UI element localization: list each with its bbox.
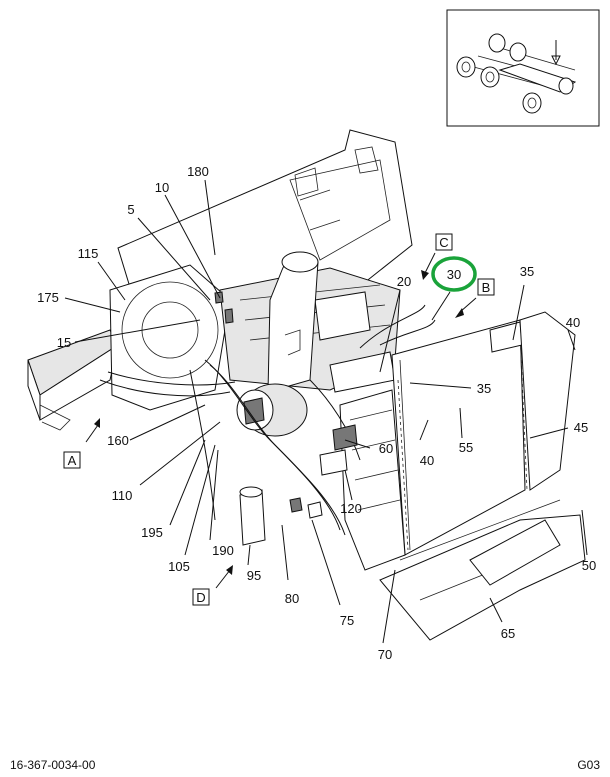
callout-65: 65 [501,626,515,641]
callout-70: 70 [378,647,392,662]
callout-95: 95 [247,568,261,583]
drawing-number: 16-367-0034-00 [10,758,96,772]
callout-115: 115 [78,246,99,261]
view-arrows [85,252,477,589]
callout-60: 60 [379,441,393,456]
view-box-c-label: C [439,235,448,250]
callout-5: 5 [127,202,134,217]
chassis-locator-icon [456,33,577,114]
view-box-c: C [435,233,453,251]
callout-180: 180 [187,164,209,179]
callout-45: 45 [574,420,588,435]
view-box-b-label: B [482,280,491,295]
callout-40-upper: 40 [566,315,580,330]
view-box-d: D [192,588,210,606]
view-box-a-label: A [68,453,77,468]
callout-15: 15 [57,335,71,350]
highlight-ring [431,256,477,292]
callout-20: 20 [397,274,411,289]
leader-lines [64,179,588,644]
callout-10: 10 [155,180,169,195]
callout-175: 175 [37,290,59,305]
callout-75: 75 [340,613,354,628]
callout-120: 120 [340,501,362,516]
callout-50: 50 [582,558,596,573]
sheet-code: G03 [577,758,600,772]
callout-35-lower: 35 [477,381,491,396]
view-box-b: B [477,278,495,296]
callouts: 180 10 5 115 175 15 160 110 195 105 190 … [37,164,596,662]
view-box-a: A [63,451,81,469]
callout-35-upper: 35 [520,264,534,279]
locator-inset [446,9,600,127]
engine-cooling-assembly-illustration [27,129,586,641]
callout-30: 30 [447,267,461,282]
callout-110: 110 [112,488,133,503]
callout-40-lower: 40 [420,453,434,468]
callout-55: 55 [459,440,473,455]
callout-160: 160 [107,433,129,448]
callout-80: 80 [285,591,299,606]
callout-190: 190 [212,543,234,558]
view-box-d-label: D [196,590,205,605]
callout-105: 105 [168,559,190,574]
callout-195: 195 [141,525,163,540]
